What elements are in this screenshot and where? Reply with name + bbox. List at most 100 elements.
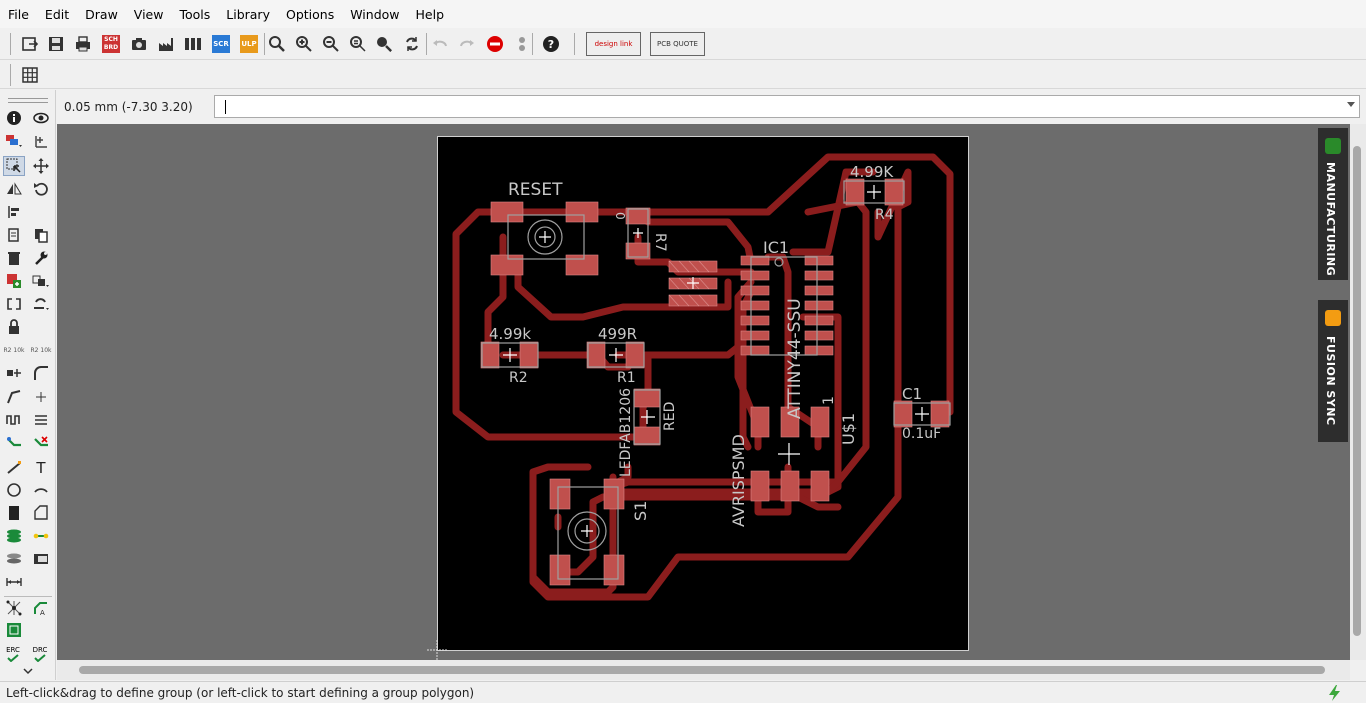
swap-icon[interactable] [3, 294, 25, 314]
route-icon[interactable] [3, 433, 25, 453]
lightning-icon[interactable] [1326, 684, 1344, 702]
align-icon[interactable] [3, 202, 25, 222]
erc-button[interactable]: ERC [2, 642, 24, 666]
pad [804, 315, 834, 326]
pad [804, 330, 834, 341]
menu-view[interactable]: View [133, 6, 164, 22]
go-icon[interactable] [510, 32, 534, 56]
smash-icon[interactable] [3, 363, 25, 383]
vertical-scroll-thumb[interactable] [1353, 146, 1361, 636]
origin-marker [867, 185, 881, 199]
menu-file[interactable]: File [8, 6, 29, 22]
grid-icon[interactable] [18, 63, 42, 87]
replace-icon[interactable] [30, 271, 52, 291]
save-icon[interactable] [44, 32, 68, 56]
fusion-sync-panel-tab[interactable]: FUSION SYNC [1318, 300, 1348, 442]
meander-icon[interactable] [3, 410, 25, 430]
open-icon[interactable] [18, 32, 42, 56]
ulp-icon[interactable]: ULP [237, 32, 261, 56]
slice-icon[interactable] [30, 410, 52, 430]
main-toolbar: SCH BRD SCR ULP ? design link PCB QUOTE [0, 28, 1366, 60]
redraw-icon[interactable] [400, 32, 424, 56]
trace [559, 313, 842, 576]
rectangle-icon[interactable] [3, 503, 25, 523]
mirror-icon[interactable] [3, 179, 25, 199]
ripup-icon[interactable] [30, 433, 52, 453]
command-history-dropdown-icon[interactable] [1347, 102, 1355, 107]
pad [740, 330, 770, 341]
zoom-select-icon[interactable] [373, 32, 397, 56]
copy-icon[interactable] [3, 225, 25, 245]
zoom-out-icon[interactable] [319, 32, 343, 56]
text-icon[interactable]: T [30, 457, 52, 477]
group-icon[interactable] [3, 156, 25, 176]
board-canvas[interactable]: RESET 4.99K R4 IC1 4.99k R2 499R R1 C1 0… [57, 124, 1350, 660]
autorouter-icon[interactable]: A [30, 598, 52, 618]
manufacturing-panel-tab[interactable]: MANUFACTURING [1318, 128, 1348, 280]
print-icon[interactable] [71, 32, 95, 56]
change-icon[interactable] [30, 294, 52, 314]
pcb-quote-button[interactable]: PCB QUOTE [650, 32, 705, 56]
undo-icon[interactable] [428, 32, 452, 56]
cam-icon[interactable] [127, 32, 151, 56]
vertical-scrollbar[interactable] [1350, 124, 1366, 660]
dimension-icon[interactable] [3, 572, 25, 592]
menu-options[interactable]: Options [285, 6, 335, 22]
menu-help[interactable]: Help [415, 6, 445, 22]
circle-icon[interactable] [3, 480, 25, 500]
expand-palette-icon[interactable] [17, 666, 39, 678]
split-icon[interactable] [3, 387, 25, 407]
manufacturing-icon [1325, 138, 1341, 154]
optimize-icon[interactable] [30, 387, 52, 407]
zoom-previous-icon[interactable] [346, 32, 370, 56]
mark-icon[interactable] [30, 131, 52, 151]
menu-draw[interactable]: Draw [85, 6, 118, 22]
r4-outline [843, 180, 905, 204]
attribute-icon[interactable] [30, 549, 52, 569]
name-icon[interactable]: R2 10k [3, 347, 25, 354]
arc-icon[interactable] [30, 480, 52, 500]
redo-icon[interactable] [455, 32, 479, 56]
menu-library[interactable]: Library [226, 6, 270, 22]
display-layers-icon[interactable] [3, 131, 25, 151]
menu-edit[interactable]: Edit [44, 6, 70, 22]
wire-icon[interactable] [3, 457, 25, 477]
add-part-icon[interactable] [3, 271, 25, 291]
library-icon[interactable] [181, 32, 205, 56]
menu-window[interactable]: Window [350, 6, 400, 22]
design-link-button[interactable]: design link [586, 32, 641, 56]
lock-icon[interactable] [3, 317, 25, 337]
zoom-fit-icon[interactable] [265, 32, 289, 56]
polygon-icon[interactable] [30, 503, 52, 523]
factory-icon[interactable] [154, 32, 178, 56]
horizontal-scroll-thumb[interactable] [79, 666, 1325, 674]
sch-brd-switch-icon[interactable]: SCH BRD [102, 35, 120, 53]
paste-icon[interactable] [30, 225, 52, 245]
command-line-input[interactable] [214, 95, 1360, 118]
drc-button[interactable]: DRC [29, 642, 51, 666]
script-icon[interactable]: SCR [209, 32, 233, 56]
value-icon[interactable]: R2 10k [30, 347, 52, 354]
delete-icon[interactable] [3, 248, 25, 268]
pad [480, 341, 500, 369]
info-icon[interactable] [3, 108, 25, 128]
layout-region-icon[interactable] [3, 620, 25, 640]
help-icon[interactable]: ? [539, 32, 563, 56]
toolbar-separator [426, 33, 427, 55]
reset-switch-button [527, 219, 563, 255]
pad [804, 285, 834, 296]
signal-icon[interactable] [30, 526, 52, 546]
hole-icon[interactable] [3, 549, 25, 569]
via-icon[interactable] [3, 526, 25, 546]
stop-icon[interactable] [483, 32, 507, 56]
ratsnest-icon[interactable] [3, 598, 25, 618]
show-icon[interactable] [30, 108, 52, 128]
move-icon[interactable] [30, 156, 52, 176]
command-row: 0.05 mm (-7.30 3.20) [56, 90, 1366, 124]
zoom-in-icon[interactable] [292, 32, 316, 56]
menu-tools[interactable]: Tools [179, 6, 211, 22]
horizontal-scrollbar[interactable] [57, 660, 1350, 680]
properties-wrench-icon[interactable] [30, 248, 52, 268]
miter-icon[interactable] [30, 363, 52, 383]
rotate-icon[interactable] [30, 179, 52, 199]
